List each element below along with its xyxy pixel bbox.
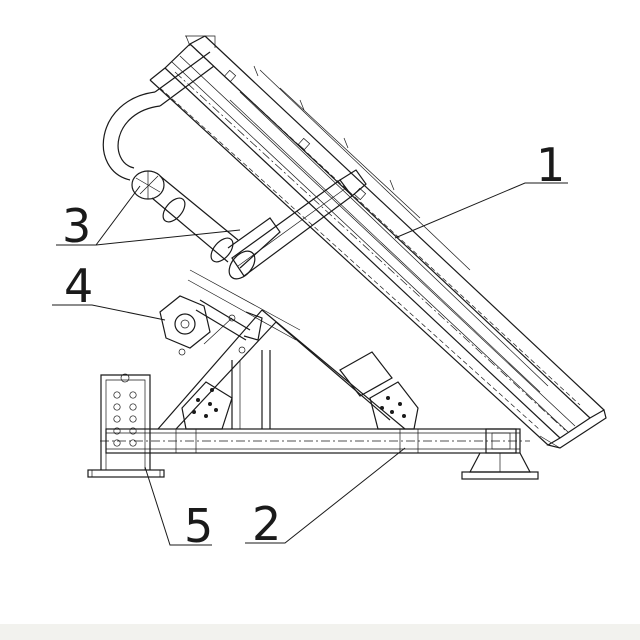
callout-4: 4 <box>64 259 93 313</box>
callout-3: 3 <box>62 199 91 253</box>
inclined-main-body <box>149 35 607 449</box>
base-beam <box>100 428 530 454</box>
callout-2: 2 <box>252 497 281 551</box>
pipe-assembly <box>102 51 281 280</box>
left-support-column <box>87 373 165 478</box>
callout-1: 1 <box>536 138 565 192</box>
right-foot <box>461 452 539 480</box>
leader-lines <box>52 182 568 546</box>
callout-5: 5 <box>184 499 213 553</box>
tripod-frame <box>157 309 419 430</box>
motor-gearbox <box>159 269 301 356</box>
footer-band <box>0 624 640 640</box>
